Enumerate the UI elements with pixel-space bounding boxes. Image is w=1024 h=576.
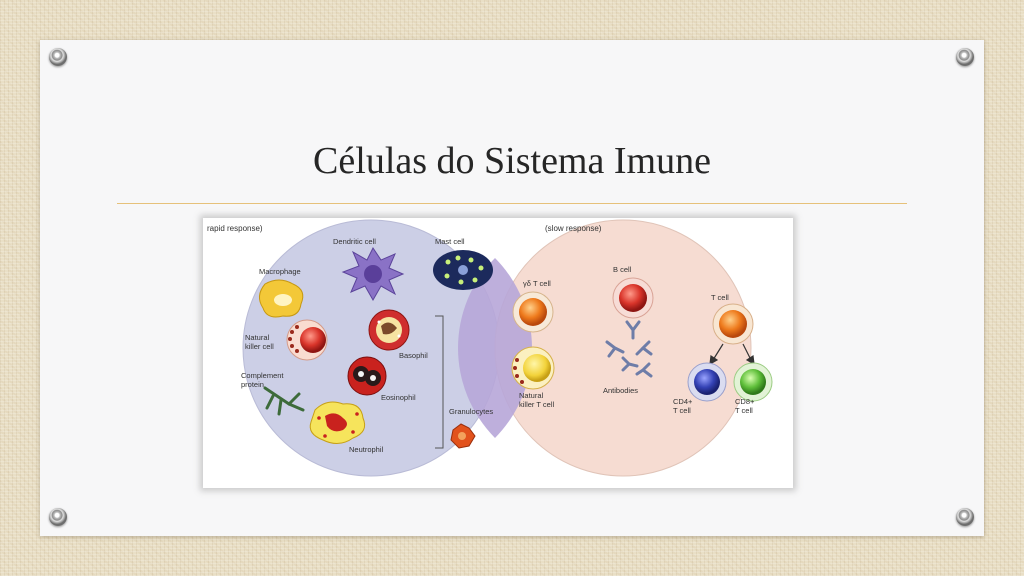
eosinophil-label: Eosinophil [381,393,416,402]
macrophage-label: Macrophage [259,267,301,276]
natural-killer-t-cell-icon [511,346,555,390]
antibodies-label: Antibodies [603,386,638,395]
basophil-label: Basophil [399,351,428,360]
mast-cell-label: Mast cell [435,237,465,246]
nk-cell-label-1: Natural [245,333,270,342]
eosinophil-icon [347,356,387,396]
rivet-icon [956,508,974,526]
cd8-label-1: CD8+ [735,397,755,406]
antibodies-icon [605,320,653,378]
innate-header: rapid response) [207,224,263,233]
complement-label-2: protein [241,380,264,389]
gd-t-cell-label: γδ T cell [523,279,551,288]
granulocytes-label: Granulocytes [449,407,493,416]
t-cell-label: T cell [711,293,729,302]
gd-t-cell-icon [512,291,554,333]
arrow-icon [709,343,755,366]
cd8-t-cell-icon [733,362,773,402]
rivet-icon [49,48,67,66]
dendritic-cell-icon [341,247,405,302]
complement-label-1: Complement [241,371,284,380]
t-cell-icon [712,303,754,345]
natural-killer-cell-icon [286,319,328,361]
granulocytes-bracket [435,315,444,449]
rivet-icon [49,508,67,526]
macrophage-icon [259,279,304,318]
nk-cell-label-2: killer cell [245,342,274,351]
title-divider [117,203,907,204]
cd4-label-1: CD4+ [673,397,693,406]
rivet-icon [956,48,974,66]
immune-diagram: rapid response) (slow response) Dendriti… [207,219,773,477]
mast-cell-icon [433,250,493,290]
adaptive-header: (slow response) [545,224,602,233]
basophil-icon [368,309,410,351]
dendritic-cell-label: Dendritic cell [333,237,376,246]
b-cell-icon [612,277,654,319]
cd4-t-cell-icon [687,362,727,402]
granulocyte-icon [450,423,476,449]
overlap-region [458,258,532,438]
nkt-cell-label-2: killer T cell [519,400,554,409]
complement-protein-icon [263,386,305,416]
cd4-label-2: T cell [673,406,691,415]
slide-title: Células do Sistema Imune [313,140,711,182]
cd8-label-2: T cell [735,406,753,415]
neutrophil-label: Neutrophil [349,445,384,454]
neutrophil-icon [309,401,366,444]
immune-cells-figure: rapid response) (slow response) Dendriti… [203,218,793,488]
nkt-cell-label-1: Natural [519,391,544,400]
b-cell-label: B cell [613,265,632,274]
